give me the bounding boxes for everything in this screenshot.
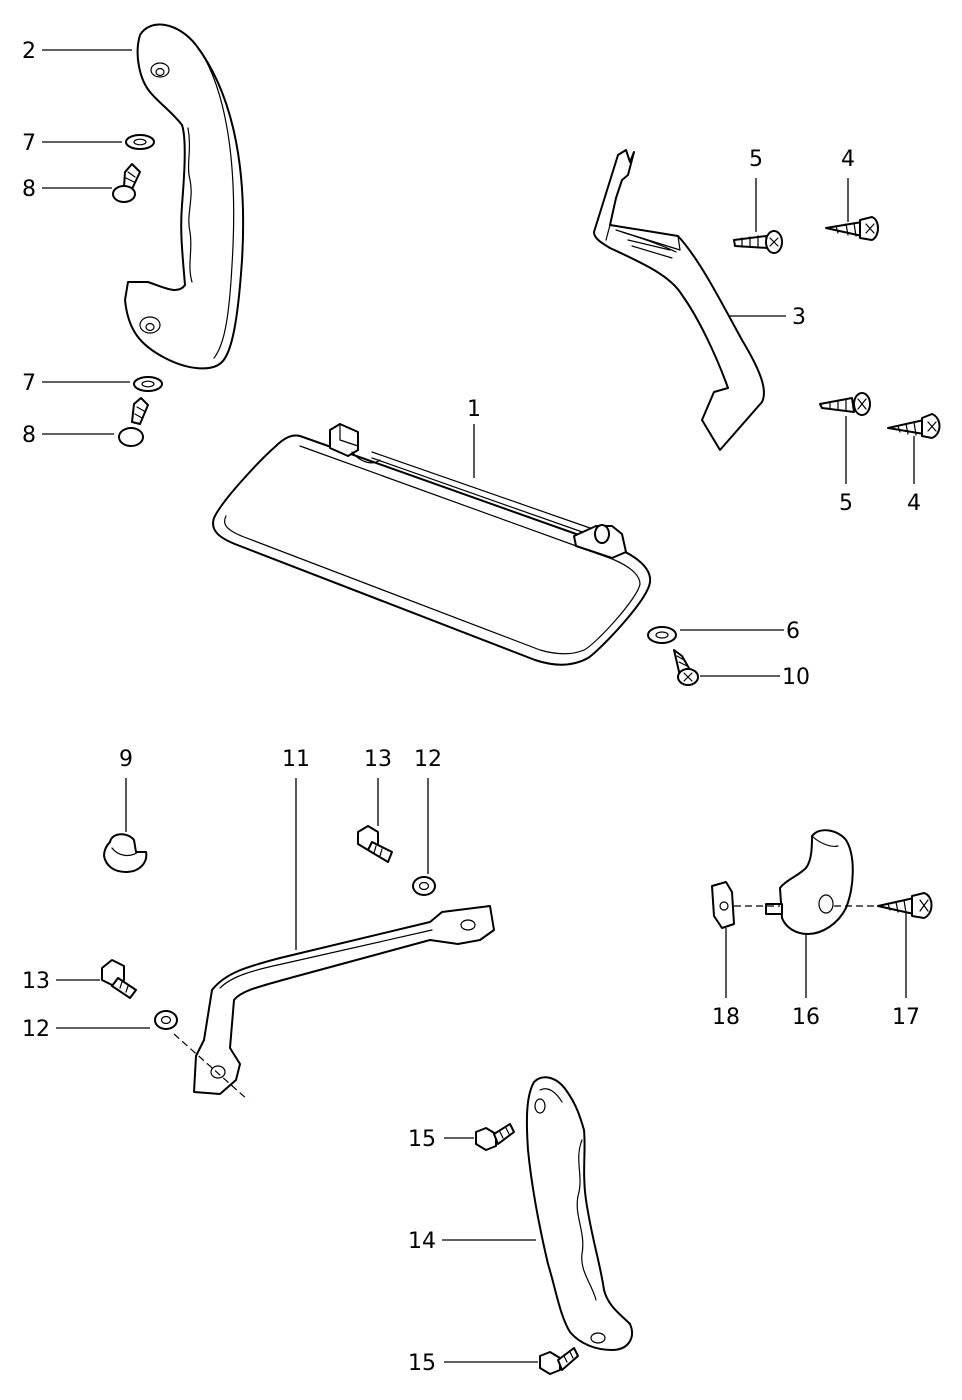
screw-part-8-lower	[118, 397, 149, 447]
screw-part-5-lower	[819, 392, 871, 416]
plug-part-9	[103, 833, 148, 873]
grab-handle-part-14	[525, 1076, 633, 1351]
washer-part-6	[647, 626, 677, 644]
screw-part-4-lower	[887, 413, 941, 439]
washer-part-12-lower	[154, 1010, 178, 1030]
callout-4a: 4	[841, 147, 855, 172]
callout-11: 11	[282, 747, 310, 772]
callout-8a: 8	[22, 177, 36, 202]
washer-part-7-upper	[125, 134, 155, 150]
bolt-part-15-lower	[539, 1347, 579, 1375]
handle-bracket-part-3	[593, 149, 765, 451]
screw-part-5-upper	[733, 230, 783, 254]
hook-part-16	[734, 829, 880, 935]
leader-lines	[42, 49, 915, 1363]
callout-8b: 8	[22, 423, 36, 448]
callout-13b: 13	[22, 969, 50, 994]
callout-16: 16	[792, 1005, 820, 1030]
bolt-part-13-upper	[357, 825, 393, 863]
callout-13a: 13	[364, 747, 392, 772]
callout-7a: 7	[22, 131, 36, 156]
callout-15a: 15	[408, 1127, 436, 1152]
screw-part-4-upper	[825, 216, 879, 241]
callout-numbers: 2 7 8 7 8 1 5 4 3 5 4 6 10 9 11 13 12 13…	[22, 39, 921, 1376]
callout-5b: 5	[839, 491, 853, 516]
callout-12b: 12	[22, 1017, 50, 1042]
callout-6: 6	[786, 619, 800, 644]
callout-2: 2	[22, 39, 36, 64]
bolt-part-13-lower	[101, 959, 137, 999]
clip-nut-part-18	[711, 881, 735, 929]
washer-part-7-lower	[133, 376, 163, 392]
screw-part-10	[673, 649, 699, 686]
callout-18: 18	[712, 1005, 740, 1030]
callout-5a: 5	[749, 147, 763, 172]
screw-part-8-upper	[112, 163, 141, 203]
support-bracket-part-11	[173, 905, 495, 1101]
washer-part-12-upper	[412, 876, 436, 896]
sun-visor-part-1	[212, 423, 652, 666]
callout-14: 14	[408, 1229, 436, 1254]
callout-10: 10	[782, 665, 810, 690]
callout-12a: 12	[414, 747, 442, 772]
callout-15b: 15	[408, 1351, 436, 1376]
callout-1: 1	[467, 397, 481, 422]
bolt-part-15-upper	[475, 1123, 515, 1151]
callout-7b: 7	[22, 371, 36, 396]
grab-handle-part-2	[124, 23, 245, 370]
callout-4b: 4	[907, 491, 921, 516]
screw-part-17	[877, 892, 933, 919]
callout-17: 17	[892, 1005, 920, 1030]
callout-3: 3	[792, 305, 806, 330]
callout-9: 9	[119, 747, 133, 772]
